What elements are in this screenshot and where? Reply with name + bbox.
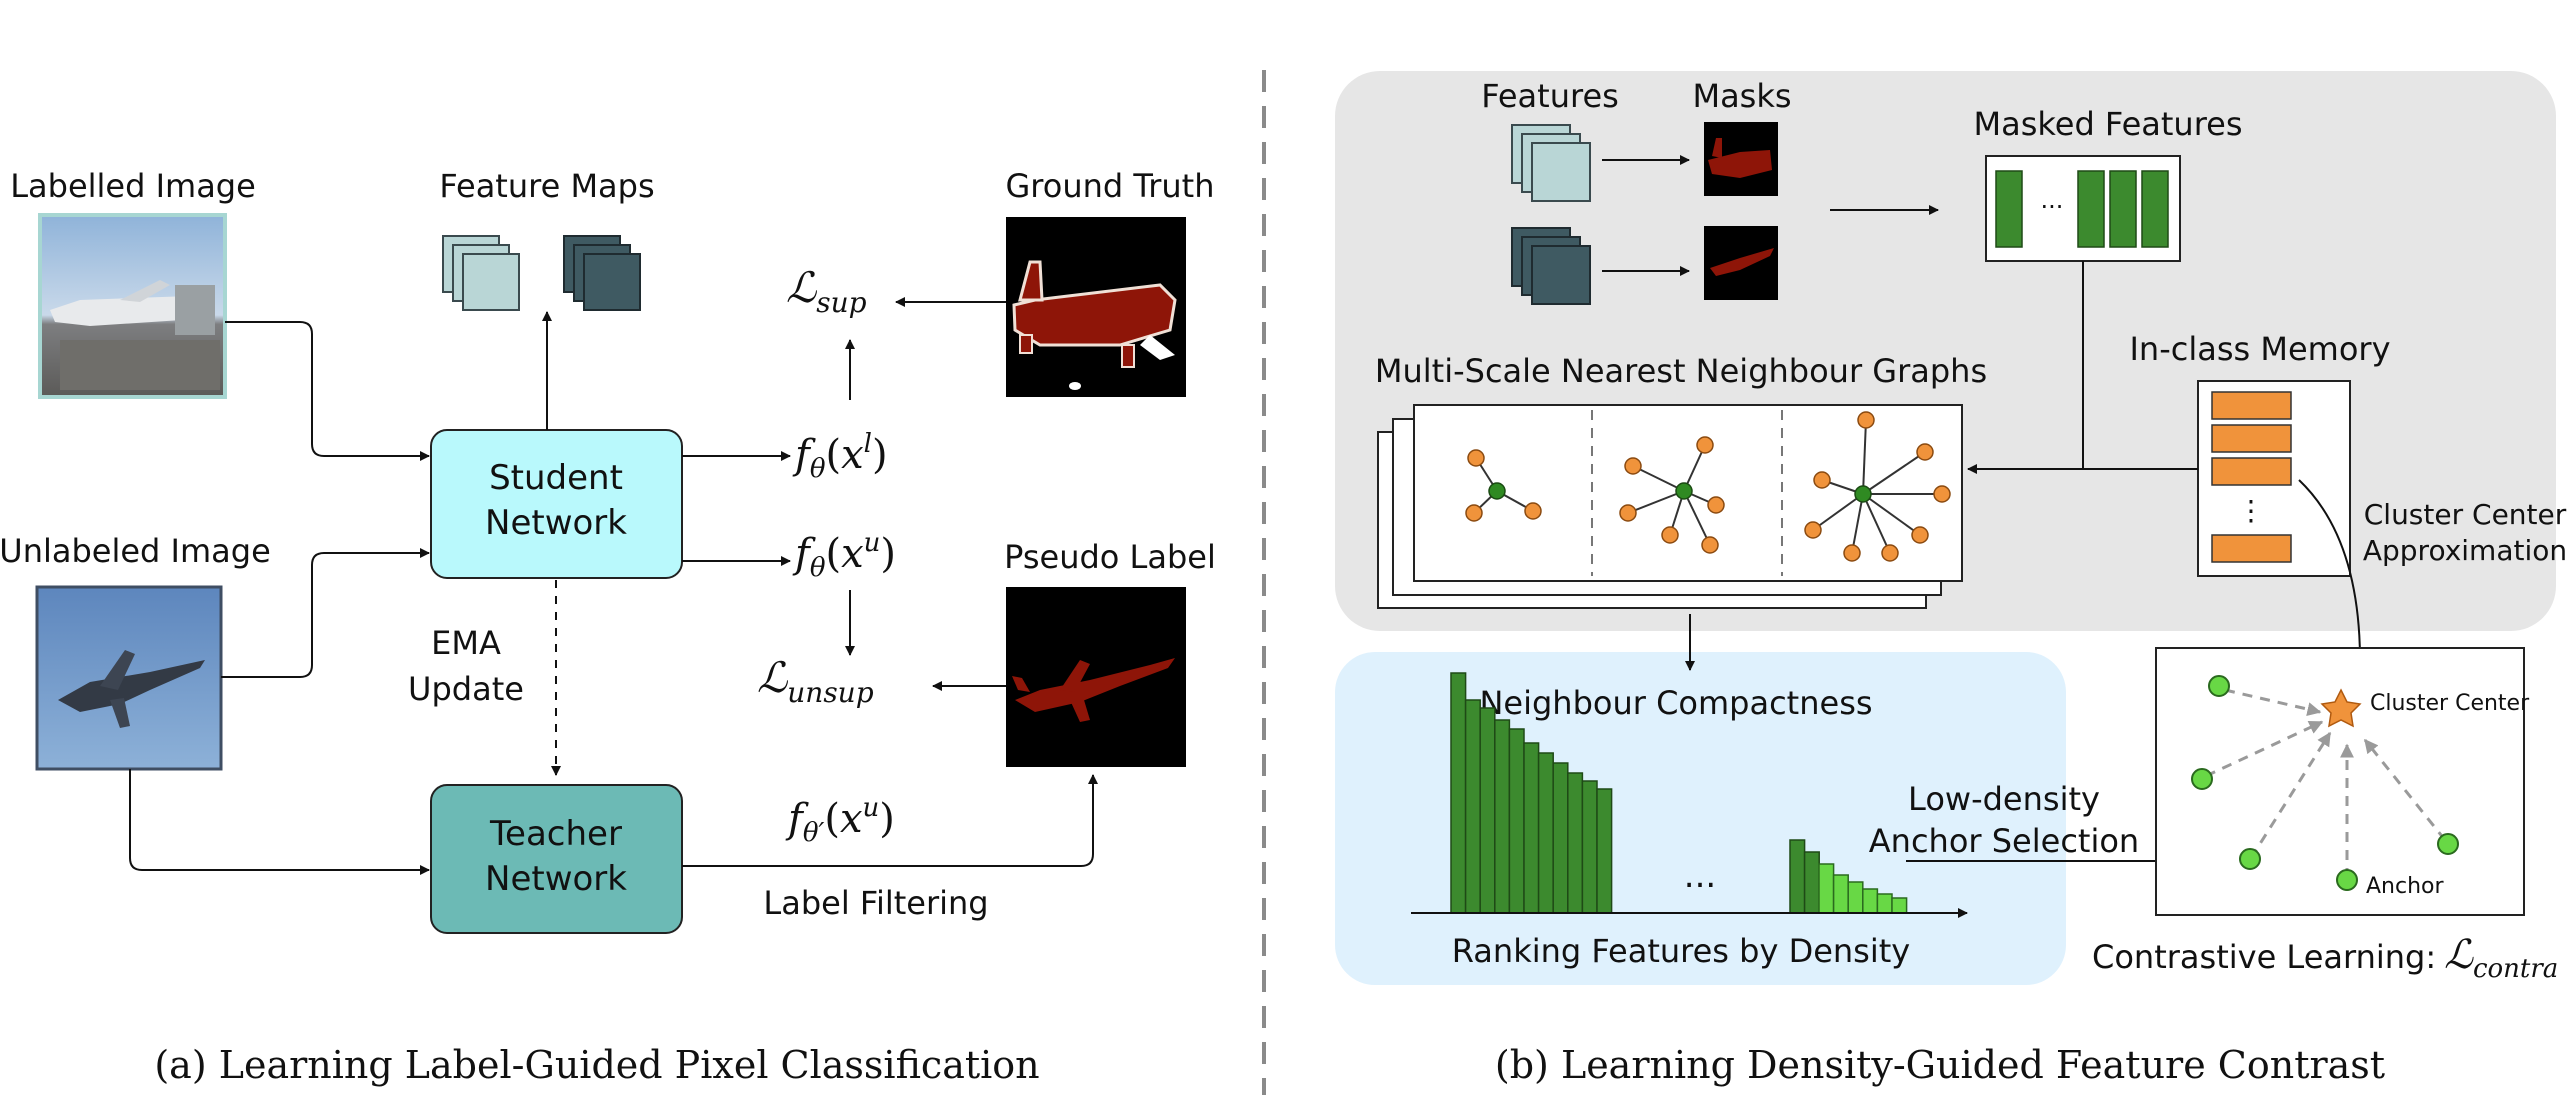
- label-filtering-label: Label Filtering: [763, 884, 988, 922]
- density-bar: [1596, 788, 1613, 914]
- density-bar: [1464, 699, 1481, 914]
- graphs-title: Multi-Scale Nearest Neighbour Graphs: [1375, 352, 1987, 390]
- mask-2: [1704, 226, 1778, 300]
- student-network-box: Student Network: [430, 429, 683, 579]
- density-bar: [1552, 762, 1569, 914]
- neighbour-node: [1624, 457, 1642, 475]
- center-node: [1488, 482, 1506, 500]
- density-bar: [1803, 851, 1820, 914]
- ema-update-label-2: Update: [408, 670, 524, 708]
- contrastive-learning-label: Contrastive Learning:ℒcontra: [2092, 932, 2558, 984]
- nearest-neighbour-graphs: [1465, 411, 1951, 562]
- neighbour-node: [1881, 544, 1899, 562]
- panel-b-arrows-mid: [1685, 261, 2366, 866]
- cluster-approx-label: Cluster Center: [2364, 498, 2567, 531]
- neighbour-node: [1916, 443, 1934, 461]
- feature-maps-label: Feature Maps: [439, 167, 654, 205]
- caption-b: (b) Learning Density-Guided Feature Cont…: [1495, 1043, 2385, 1087]
- svg-text:⋮: ⋮: [2237, 494, 2265, 527]
- features-light-stack: [1511, 124, 1591, 202]
- f-theta-xu: fθ(xu): [792, 528, 896, 583]
- features-dark-stack: [1511, 227, 1591, 305]
- panel-a-arrows: [129, 297, 1098, 875]
- teacher-network-box: Teacher Network: [430, 784, 683, 934]
- masked-features-box: ···: [1985, 155, 2181, 262]
- cluster-center-label: Cluster Center: [2370, 691, 2530, 716]
- low-density-label: Low-density: [1908, 780, 2100, 818]
- cluster-approx-label-2: Approximation: [2363, 534, 2567, 567]
- neighbour-node: [1804, 521, 1822, 539]
- f-theta-xl: fθ(xl): [792, 429, 888, 484]
- density-bar: [1508, 728, 1525, 914]
- low-density-bar: [1818, 863, 1835, 914]
- density-bars: [1450, 672, 1908, 914]
- density-bar: [1567, 772, 1584, 914]
- anchor-label: Anchor: [2366, 874, 2444, 899]
- in-class-memory-box: ⋮: [2197, 380, 2351, 577]
- masked-features-label: Masked Features: [1973, 105, 2242, 143]
- ground-truth-mask: [1006, 217, 1186, 397]
- low-density-bar: [1862, 888, 1879, 914]
- mask-1: [1704, 122, 1778, 196]
- density-bar: [1494, 719, 1511, 914]
- in-class-memory-label: In-class Memory: [2129, 330, 2390, 368]
- pseudo-label-label: Pseudo Label: [1004, 538, 1216, 576]
- center-node: [1854, 485, 1872, 503]
- caption-a: (a) Learning Label-Guided Pixel Classifi…: [154, 1043, 1039, 1087]
- unlabeled-image-label: Unlabeled Image: [0, 532, 271, 570]
- labelled-image: [38, 213, 227, 399]
- density-bar: [1537, 752, 1554, 914]
- unlabeled-image: [35, 585, 223, 771]
- neighbour-node: [1696, 436, 1714, 454]
- low-density-bar: [1891, 897, 1908, 914]
- neighbour-node: [1933, 485, 1951, 503]
- cluster-center-star: [2320, 688, 2362, 728]
- f-theta-prime-xu: fθ′(xu): [785, 793, 895, 848]
- loss-sup: ℒsup: [786, 263, 867, 319]
- neighbour-node: [1524, 502, 1542, 520]
- neighbour-node: [1813, 471, 1831, 489]
- low-density-bar: [1847, 881, 1864, 914]
- features-label: Features: [1481, 77, 1619, 115]
- density-bar: [1581, 780, 1598, 914]
- ground-truth-label: Ground Truth: [1006, 167, 1215, 205]
- low-density-bar: [1832, 874, 1849, 914]
- svg-text:Network: Network: [485, 859, 627, 899]
- svg-text:Student: Student: [489, 458, 623, 498]
- ema-update-label: EMA: [431, 624, 501, 662]
- feature-maps-light: [442, 235, 520, 311]
- svg-text:Network: Network: [485, 503, 627, 543]
- density-bar: [1450, 672, 1467, 914]
- contrastive-box: Cluster Center Anchor: [2155, 647, 2530, 916]
- panel-b: Features Masks Masked Features: [1335, 71, 2567, 1087]
- pseudo-label-mask: [1006, 587, 1186, 767]
- density-bar: [1523, 742, 1540, 914]
- low-density-bar: [1876, 893, 1893, 914]
- neighbour-node: [1843, 544, 1861, 562]
- neighbour-node: [1707, 496, 1725, 514]
- labelled-image-label: Labelled Image: [10, 167, 256, 205]
- low-density-label-2: Anchor Selection: [1869, 822, 2139, 860]
- neighbour-node: [1619, 504, 1637, 522]
- neighbour-compactness-label: Neighbour Compactness: [1479, 684, 1872, 722]
- feature-maps-dark: [563, 235, 641, 311]
- neighbour-node: [1857, 411, 1875, 429]
- neighbour-node: [1911, 526, 1929, 544]
- ranking-label: Ranking Features by Density: [1452, 932, 1910, 970]
- svg-text:Teacher: Teacher: [489, 814, 622, 854]
- panel-a: Labelled Image Unlabeled Image Feature M…: [0, 167, 1216, 1087]
- density-bar: [1479, 707, 1496, 914]
- neighbour-node: [1467, 449, 1485, 467]
- panel-b-arrows-top: [1602, 155, 1939, 276]
- masks-label: Masks: [1692, 77, 1791, 115]
- svg-text:···: ···: [2041, 193, 2064, 221]
- density-bar: [1789, 839, 1806, 914]
- neighbour-node: [1465, 504, 1483, 522]
- bars-ellipsis: ...: [1684, 856, 1716, 896]
- center-node: [1675, 482, 1693, 500]
- graph-stack: [1377, 404, 1963, 609]
- neighbour-node: [1701, 536, 1719, 554]
- neighbour-node: [1661, 526, 1679, 544]
- loss-unsup: ℒunsup: [757, 653, 874, 709]
